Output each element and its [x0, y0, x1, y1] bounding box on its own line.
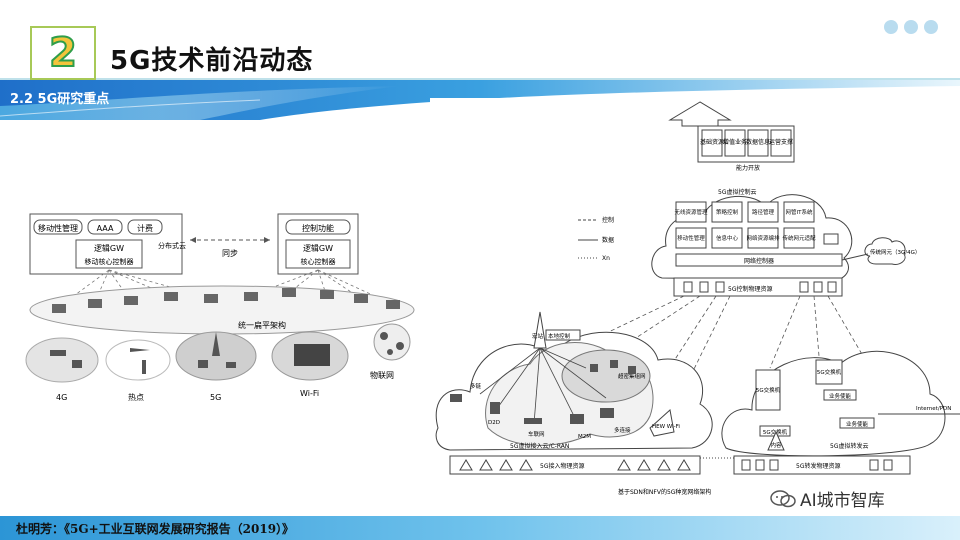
area-hotspot — [106, 340, 170, 380]
legend-data: 数据 — [602, 236, 614, 244]
ran-local-ctrl: 本地控制 — [548, 332, 571, 340]
page-title: 5G技术前沿动态 — [110, 40, 313, 77]
flat-plane-label: 统一扁平架构 — [238, 320, 286, 330]
area-hotspot-label: 热点 — [128, 392, 144, 402]
fwd-switch-1: 5G交换机 — [756, 386, 781, 394]
right-core-label: 核心控制器 — [301, 257, 336, 266]
func-1: 策略控制 — [716, 208, 739, 216]
area-4g — [26, 338, 98, 382]
forward-phys-label: 5G转发物理资源 — [796, 462, 840, 470]
aaa-label: AAA — [97, 224, 114, 233]
access-phys-label: 5G接入物理资源 — [540, 462, 584, 470]
flat-plane — [30, 286, 414, 334]
internet-label: Internet/PDN — [916, 406, 951, 412]
diagram-caption: 基于SDN和NFV的5G种宽网络架构 — [618, 488, 711, 496]
net-controller-label: 网络控制器 — [744, 257, 774, 265]
dot-icon — [884, 20, 898, 34]
footer-citation: 杜明芳：《5G+工业互联网发展研究报告（2019）》 — [16, 520, 294, 537]
sync-label: 同步 — [222, 249, 238, 258]
dot-icon — [924, 20, 938, 34]
func-2: 路径管理 — [752, 208, 775, 216]
area-iot — [374, 324, 410, 360]
app-0: 基础资源 — [700, 138, 724, 146]
fwd-enable-2: 业务使能 — [846, 420, 869, 428]
watermark: AI城市智库 — [770, 486, 885, 511]
legacy-ne-label: 传统网元（3G/4G） — [870, 248, 920, 256]
right-gw-label: 逻辑GW — [303, 243, 333, 253]
fwd-switch-2: 5G交换机 — [817, 368, 842, 376]
decorative-dots — [884, 20, 938, 34]
left-architecture-diagram: 移动性管理 AAA 计费 逻辑GW 移动核心控制器 分布式云 同步 控制功能 逻… — [20, 210, 424, 420]
wechat-icon — [770, 489, 796, 509]
right-architecture-diagram: 基础资源 增值业务 数据信息 运营支撑 能力开放 5G虚拟控制云 无线资源管理 … — [430, 98, 960, 502]
ran-multilink: 多链 — [470, 382, 482, 390]
wifi-photo — [294, 344, 330, 366]
func-4: 移动性管理 — [677, 234, 705, 242]
area-wifi-label: Wi-Fi — [300, 389, 319, 398]
section-number-box: 2 — [30, 26, 96, 80]
func-5: 信息中心 — [716, 234, 739, 242]
control-phys-label: 5G控制物理资源 — [728, 285, 772, 293]
ran-v2x: 车联网 — [528, 430, 545, 438]
control-func-label: 控制功能 — [302, 223, 334, 233]
area-5g-label: 5G — [210, 393, 221, 402]
ran-m2m: M2M — [578, 434, 591, 440]
legend-xn: Xn — [602, 255, 610, 262]
func-0: 无线资源管理 — [674, 208, 708, 216]
func-3: 网管IT系统 — [786, 208, 813, 216]
area-iot-label: 物联网 — [370, 370, 394, 380]
ran-multiconn: 多连接 — [614, 426, 631, 434]
func-7: 传统网元适配 — [782, 234, 816, 242]
section-subtitle: 2.2 5G研究重点 — [10, 88, 109, 107]
control-cloud-label: 5G虚拟控制云 — [718, 188, 756, 196]
hew-label: HEW Wi-Fi — [652, 424, 680, 430]
left-core-label: 移动核心控制器 — [85, 257, 134, 266]
mobility-label: 移动性管理 — [38, 223, 78, 233]
section-number: 2 — [32, 30, 94, 76]
access-cloud-label: 5G虚拟接入云/C-RAN — [510, 442, 569, 450]
fwd-content: 内容 — [770, 441, 782, 449]
distributed-cloud-label: 分布式云 — [158, 241, 186, 250]
func-6: 网络资源编排 — [746, 234, 780, 242]
fwd-enable-1: 业务使能 — [829, 392, 852, 400]
ran-macro: 宏站 — [532, 332, 544, 340]
app-2: 数据信息 — [746, 138, 770, 146]
dot-icon — [904, 20, 918, 34]
left-gw-label: 逻辑GW — [94, 243, 124, 253]
area-4g-label: 4G — [56, 393, 67, 402]
ran-d2d: D2D — [488, 420, 500, 426]
forward-cloud-label: 5G虚拟转发云 — [830, 442, 868, 450]
capability-label: 能力开放 — [736, 164, 760, 172]
legend-control: 控制 — [602, 216, 614, 224]
app-3: 运营支撑 — [769, 138, 793, 146]
app-1: 增值业务 — [723, 138, 747, 146]
watermark-text: AI城市智库 — [800, 486, 885, 511]
billing-label: 计费 — [137, 223, 153, 233]
